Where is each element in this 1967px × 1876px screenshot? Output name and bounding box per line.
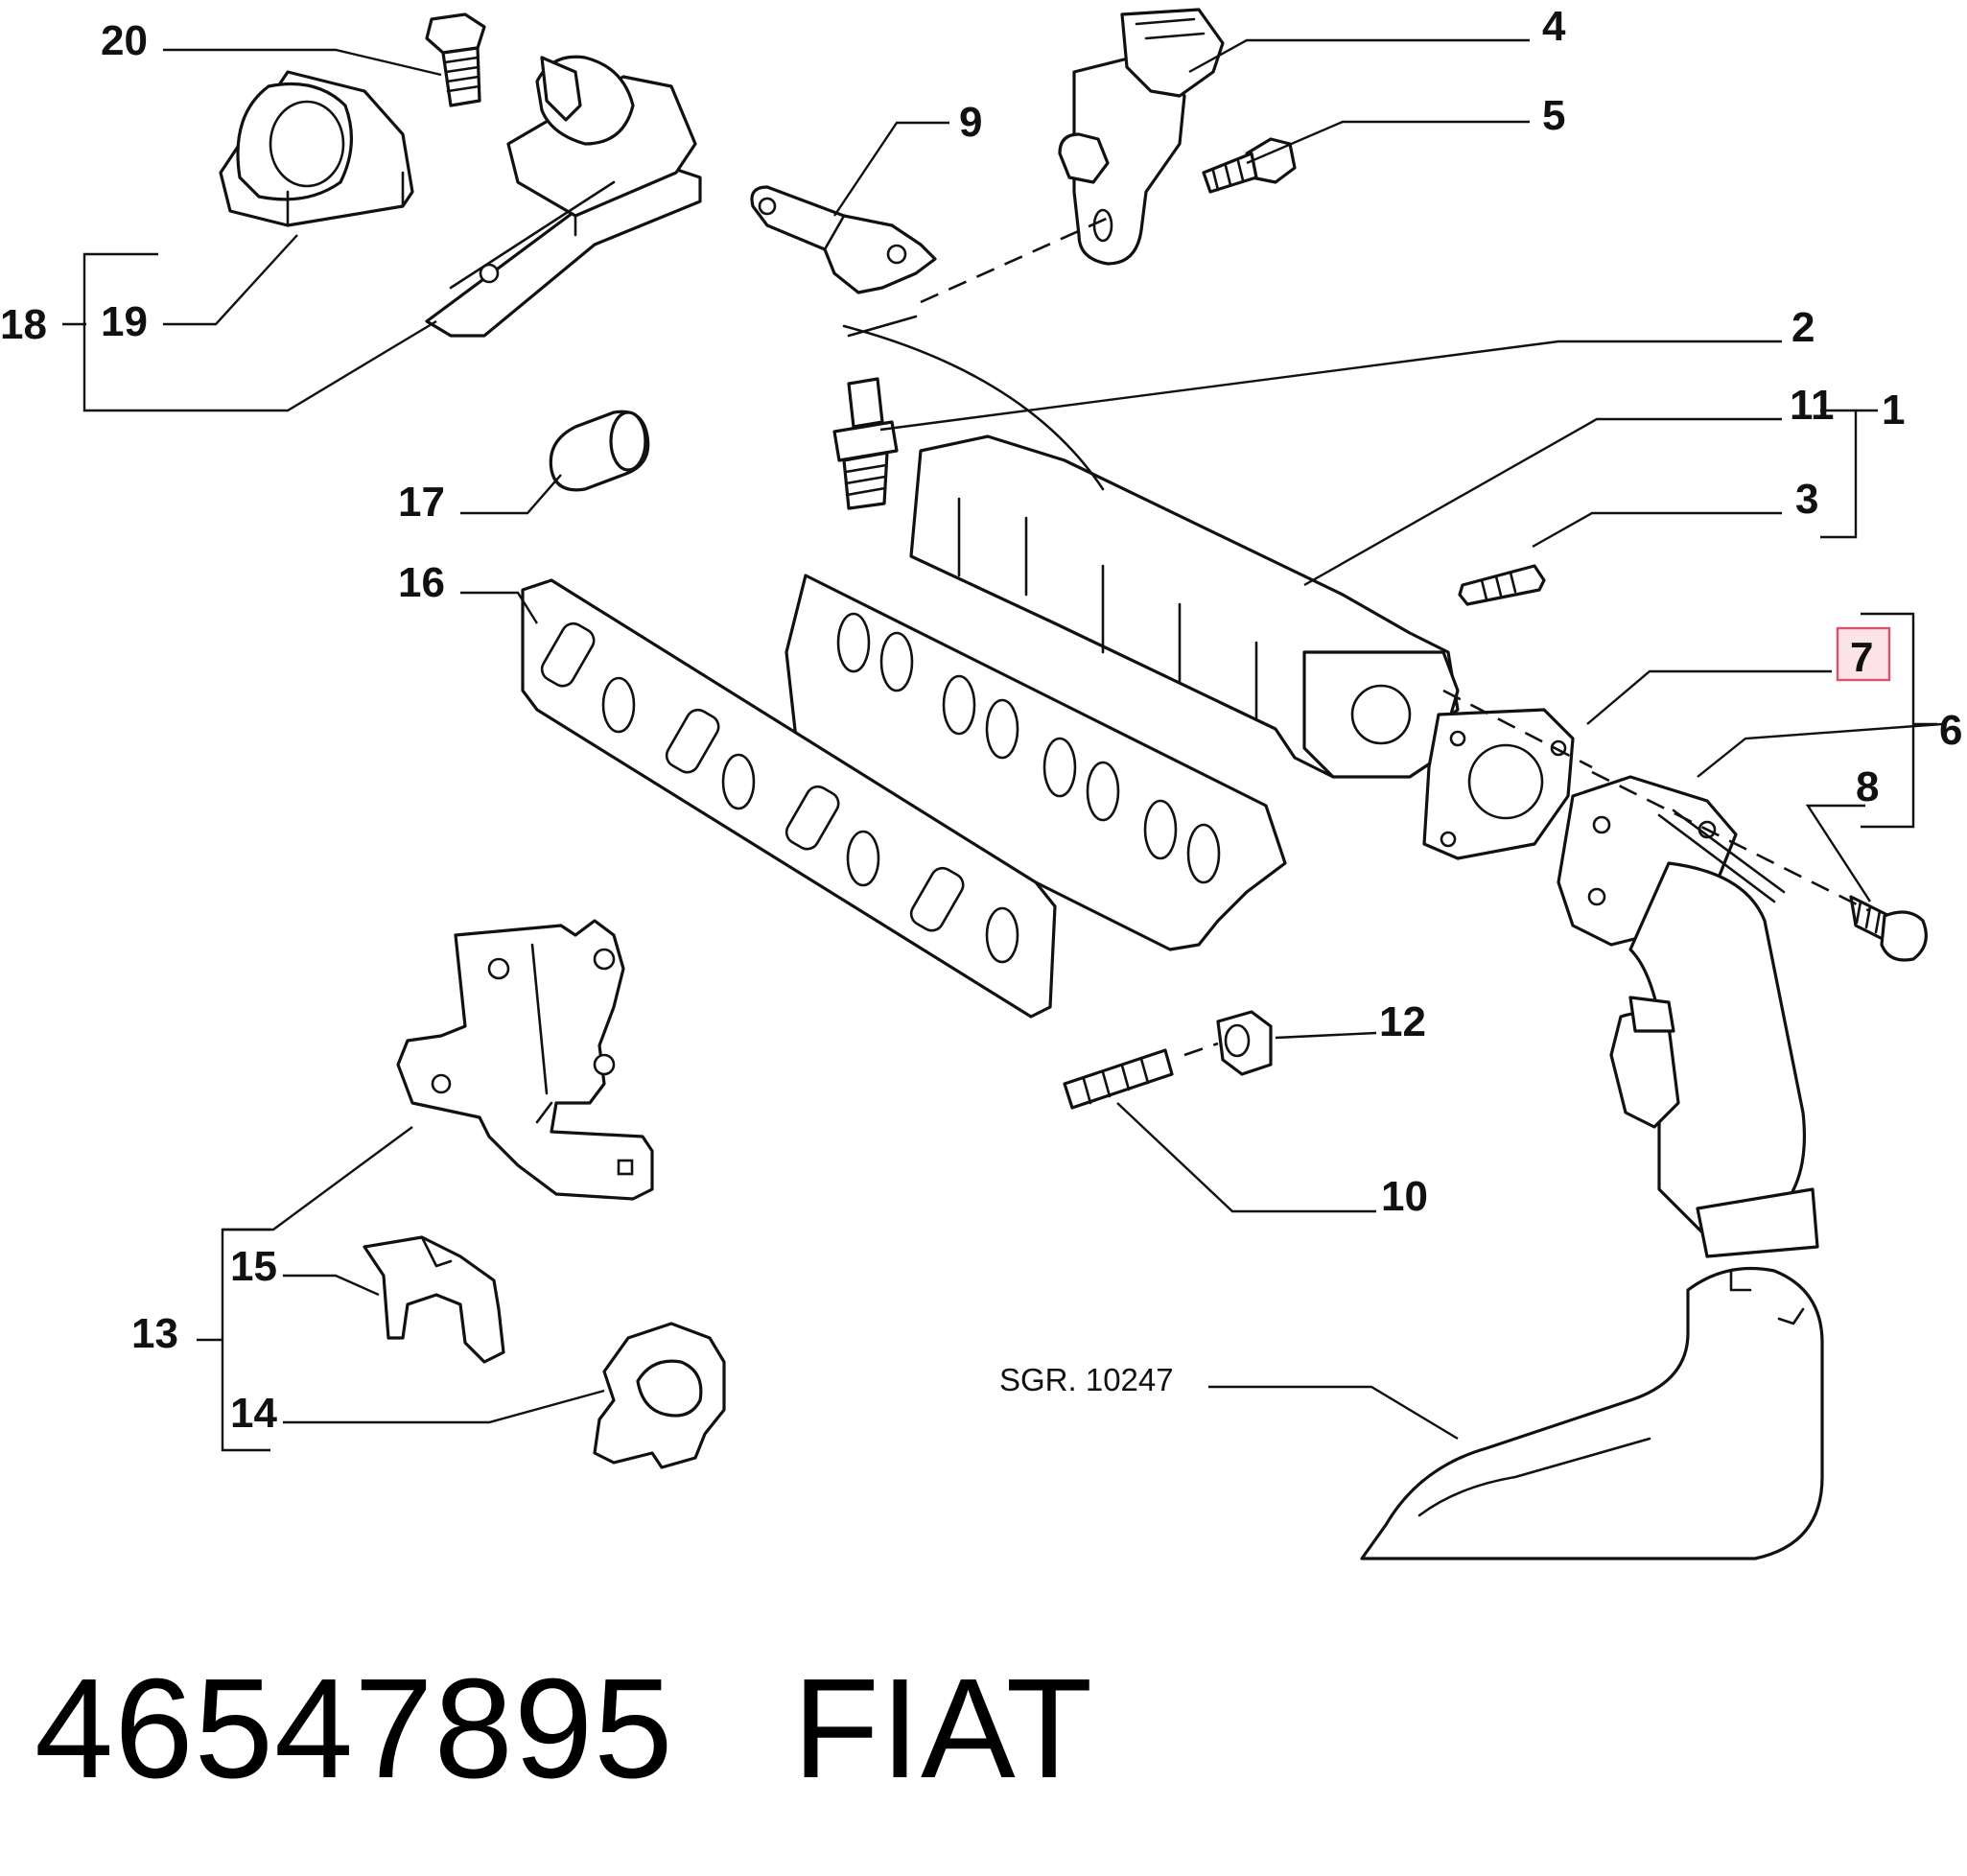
part-16-gasket	[521, 578, 1057, 1019]
part-15-clip	[363, 1235, 505, 1364]
part-20-bolt	[425, 12, 486, 107]
callout-10: 10	[1381, 1173, 1428, 1220]
callout-8: 8	[1856, 763, 1879, 810]
reference-hose	[1360, 1267, 1824, 1560]
part-18-bracket	[425, 55, 702, 338]
part-17-cap	[549, 410, 650, 492]
assembly-guides	[842, 214, 1871, 1057]
part-13-bracket	[396, 919, 654, 1201]
part-8-bolt	[1849, 895, 1928, 962]
callout-4: 4	[1542, 3, 1566, 50]
callout-7-highlight	[1836, 626, 1891, 682]
callout-13: 13	[131, 1310, 178, 1357]
part-11-intake-manifold	[784, 434, 1460, 951]
callout-19: 19	[101, 298, 148, 345]
part-caption: 46547895 FIAT	[35, 1648, 1093, 1811]
part-12-nut	[1216, 1010, 1273, 1076]
callout-15: 15	[230, 1243, 277, 1290]
callouts: 20 19 18 17 16 9 4 5 2 11 1 3 7 6 8 12 1…	[0, 3, 1962, 1437]
brand-name: FIAT	[792, 1650, 1094, 1808]
part-10-stud	[1063, 1048, 1174, 1110]
part-19-clamp	[219, 70, 414, 227]
callout-2: 2	[1791, 304, 1815, 351]
callout-17: 17	[398, 479, 445, 526]
part-2-stud	[832, 377, 899, 510]
callout-14: 14	[230, 1390, 277, 1437]
callout-1: 1	[1882, 387, 1905, 434]
callout-18: 18	[0, 301, 47, 348]
part-4-sensor	[1058, 8, 1225, 266]
reference-label: SGR. 10247	[999, 1362, 1174, 1397]
part-3-stud	[1458, 564, 1546, 606]
callout-6: 6	[1939, 707, 1962, 754]
part-5-screw	[1202, 137, 1297, 194]
part-6-egr-pipe	[1557, 775, 1819, 1258]
callout-12: 12	[1379, 998, 1426, 1045]
callout-3: 3	[1795, 476, 1818, 523]
callout-5: 5	[1542, 92, 1565, 139]
callout-11: 11	[1790, 382, 1835, 429]
part-9-bracket	[750, 185, 937, 294]
part-14-clip	[593, 1322, 726, 1469]
callout-16: 16	[398, 559, 445, 606]
callout-7: 7	[1850, 634, 1873, 681]
part-number: 46547895	[35, 1650, 674, 1808]
callout-20: 20	[101, 17, 148, 64]
part-7-flange-gasket	[1422, 708, 1575, 860]
callout-9: 9	[959, 99, 982, 146]
leader-lines	[62, 38, 1943, 1452]
